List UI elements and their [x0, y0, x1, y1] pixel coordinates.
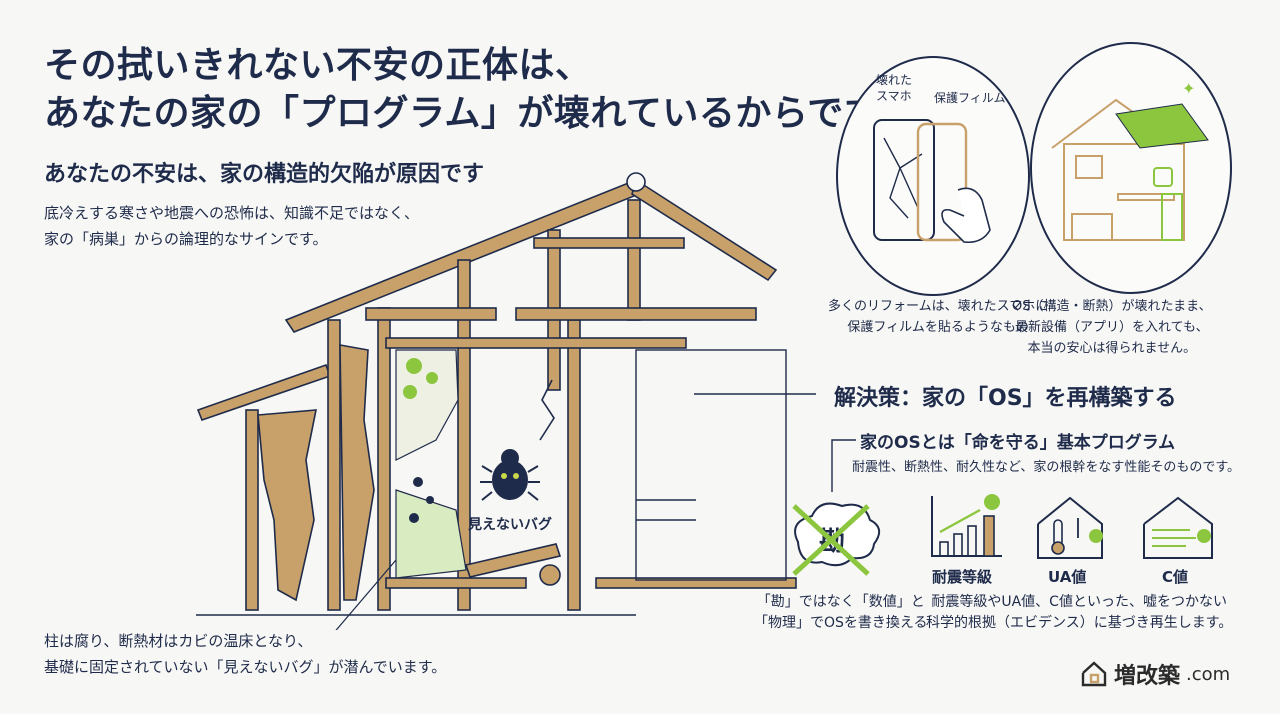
smart-house-icon: ✦ — [1051, 79, 1209, 241]
roof-rafter-right — [631, 178, 778, 282]
caption-right-line-2: 最新設備（アプリ）を入れても、 — [1015, 320, 1209, 335]
os-bracket — [831, 439, 856, 492]
description-line-2: 家の「病巣」からの論理的なサインです。 — [44, 230, 328, 248]
post-1 — [327, 319, 341, 611]
os-subtext: 耐震性、断熱性、耐久性など、家の根幹をなす性能そのものです。 — [852, 460, 1241, 475]
broken-phone-label-line-2: スマホ — [876, 89, 912, 103]
description-line-1: 底冷えする寒さや地震への恐怖は、知識不足ではなく、 — [44, 204, 420, 222]
caption-science-line-1: 耐震等級やUA値、C値といった、嘘をつかない — [931, 594, 1227, 610]
caption-left-line-2: 保護フィルムを貼るようなもの — [847, 320, 1029, 335]
metric-c-label: C値 — [1162, 568, 1189, 586]
caption-kan-line-2: 「物理」でOSを書き換える — [754, 615, 928, 631]
broken-phone-circle — [836, 56, 1030, 296]
bar-chart-check-icon — [931, 494, 1002, 557]
caption-science: 耐震等級やUA値、C値といった、嘘をつかない 科学的根拠（エビデンス）に基づき再… — [926, 592, 1232, 634]
post-6 — [627, 199, 641, 321]
title-line-1: その拭いきれない不安の正体は、 — [44, 45, 592, 86]
bottom-note-line-2: 基礎に固定されていない「見えないバグ」が潜んでいます。 — [44, 658, 447, 676]
broken-phone-icon — [873, 119, 991, 244]
beam-top — [533, 237, 685, 249]
post-lean — [245, 409, 259, 611]
caption-science-line-2: 科学的根拠（エビデンス）に基づき再生します。 — [926, 615, 1233, 631]
bug-icon — [480, 449, 540, 501]
house-logo-icon — [1081, 661, 1107, 687]
caption-kan-line-1: 「勘」ではなく「数値」と — [756, 594, 925, 610]
os-definition: 家のOSとは「命を守る」基本プログラム — [860, 433, 1176, 453]
beam-2 — [515, 307, 757, 321]
caption-left-line-1: 多くのリフォームは、壊れたスマホに — [828, 299, 1049, 314]
brand-suffix: .com — [1186, 663, 1231, 685]
bug-label: 見えないバグ — [468, 517, 552, 533]
broken-house-illustration — [196, 172, 816, 630]
sill-2 — [595, 577, 797, 589]
metric-ua-label: UA値 — [1048, 568, 1087, 586]
subheading: あなたの不安は、家の構造的欠陥が原因です — [44, 162, 485, 187]
caption-right: OS（構造・断熱）が壊れたまま、 最新設備（アプリ）を入れても、 本当の安心は得… — [1012, 296, 1212, 359]
caption-kan: 「勘」ではなく「数値」と 「物理」でOSを書き換える — [754, 592, 928, 634]
metric-seismic-label: 耐震等級 — [932, 568, 993, 586]
sill-1 — [385, 577, 527, 589]
broken-phone-label: 壊れた スマホ — [876, 72, 912, 104]
description: 底冷えする寒さや地震への恐怖は、知識不足ではなく、 家の「病巣」からの論理的なサ… — [44, 200, 419, 252]
thermometer-house-icon — [1037, 496, 1103, 559]
bottom-note-line-1: 柱は腐り、断熱材はカビの温床となり、 — [44, 632, 313, 650]
svg-text:✦: ✦ — [1182, 79, 1195, 98]
broken-phone-label-line-1: 壊れた — [876, 73, 913, 87]
caption-right-line-3: 本当の安心は得られません。 — [1027, 341, 1197, 356]
bottom-note: 柱は腐り、断熱材はカビの温床となり、 基礎に固定されていない「見えないバグ」が潜… — [44, 628, 446, 680]
modern-house-circle: ✦ — [1030, 42, 1232, 294]
kan-crossed-icon: 勘 — [792, 502, 881, 576]
brand-logo[interactable]: 増改築 .com — [1080, 658, 1230, 690]
brand-name: 増改築 — [1114, 664, 1181, 689]
solution-heading: 解決策：家の「OS」を再構築する — [834, 386, 1177, 411]
caption-left: 多くのリフォームは、壊れたスマホに 保護フィルムを貼るようなもの — [828, 296, 1048, 338]
torn-wall — [257, 409, 317, 602]
post-2 — [377, 307, 391, 611]
beam-1 — [365, 307, 497, 321]
title-line-2: あなたの家の「プログラム」が壊れているからです — [44, 93, 881, 134]
beam-3 — [385, 337, 687, 349]
post-5 — [567, 319, 581, 611]
mold-area — [395, 349, 467, 579]
film-label: 保護フィルム — [934, 91, 1006, 105]
airtight-house-icon — [1143, 496, 1213, 559]
caption-right-line-1: OS（構造・断熱）が壊れたまま、 — [1012, 299, 1212, 314]
